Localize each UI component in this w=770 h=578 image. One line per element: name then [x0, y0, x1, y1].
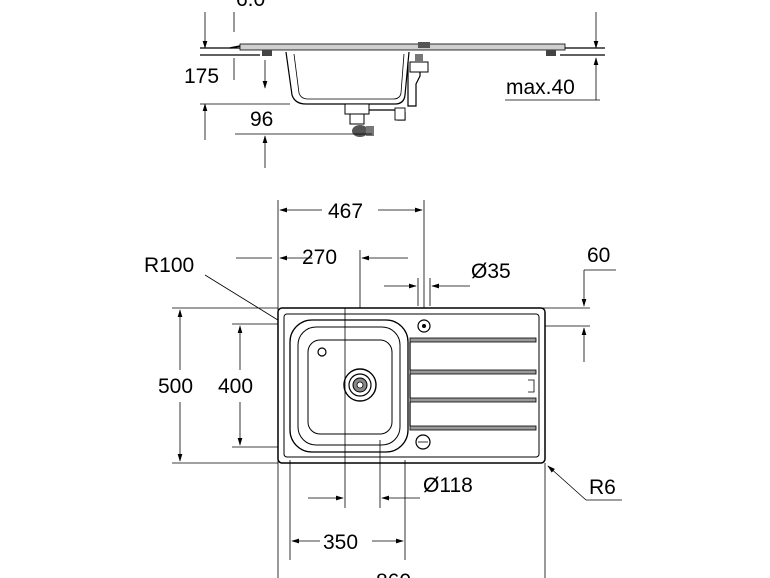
dim-467: 467 — [328, 200, 363, 223]
dim-top-cut: 6.0 — [236, 0, 265, 11]
dim-max-thickness: max.40 — [506, 76, 575, 99]
dim-drain-offset: 96 — [250, 108, 273, 131]
side-section-view: 6.0 175 — [184, 0, 605, 168]
dim-radius-bowl: R100 — [144, 254, 194, 277]
dim-width-outer: 500 — [158, 375, 193, 398]
dim-bowl-center: 270 — [302, 246, 337, 269]
dim-width-bowl: 400 — [218, 375, 253, 398]
dim-tap-offset: 60 — [587, 244, 610, 267]
plan-view: 467 270 R100 Ø35 60 500 400 — [144, 200, 622, 578]
dim-tap-hole: Ø35 — [471, 260, 511, 283]
dim-bowl-width: 350 — [323, 531, 358, 554]
tap-hole-icon — [417, 319, 431, 333]
drain-icon — [343, 368, 377, 402]
dim-overall-length: 860 — [376, 570, 411, 578]
dim-radius-outer: R6 — [589, 476, 616, 499]
drainer-board — [409, 337, 537, 431]
dim-depth: 175 — [184, 65, 219, 88]
dim-drain-dia: Ø118 — [423, 474, 473, 497]
